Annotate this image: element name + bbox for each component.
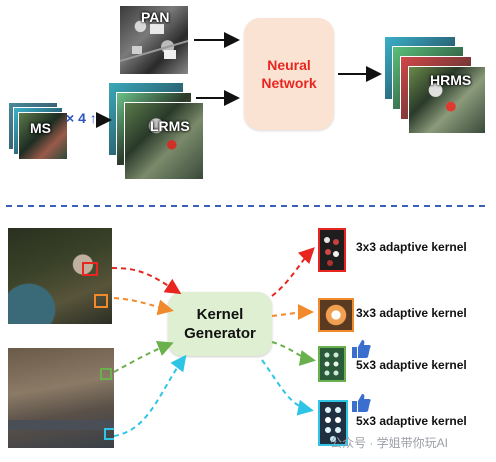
arrow-red-in: [111, 267, 182, 295]
kernel-label-4: 5x3 adaptive kernel: [356, 414, 467, 428]
kernel-thumb-green: [318, 346, 346, 382]
hrms-label: HRMS: [430, 72, 472, 88]
urban-image: [8, 348, 114, 448]
pan-image: [120, 6, 188, 74]
neural-network-box: Neural Network: [244, 18, 334, 130]
arrow-orange-in: [113, 297, 174, 316]
arrow-red-out: [271, 247, 315, 297]
arrow-green-in: [113, 341, 174, 373]
neural-network-label-line1: Neural: [267, 57, 311, 73]
urban-highlight-green: [100, 368, 112, 380]
neural-network-label-line2: Network: [261, 75, 317, 91]
thumbs-up-icon: [352, 340, 371, 358]
section-divider: [6, 205, 488, 207]
kernel-generator-label-line2: Generator: [184, 325, 256, 342]
kernel-label-3: 5x3 adaptive kernel: [356, 358, 467, 372]
lrms-label: LRMS: [150, 118, 190, 134]
upsample-label: × 4 ↑: [66, 110, 97, 126]
pan-texture-icon: [120, 24, 188, 62]
coastal-highlight-orange: [94, 294, 108, 308]
kernel-grid-cyan-icon: [325, 407, 341, 442]
kernel-label-2: 3x3 adaptive kernel: [356, 306, 467, 320]
pan-label: PAN: [141, 9, 170, 25]
ms-image: [18, 112, 68, 160]
urban-road: [8, 420, 114, 430]
kernel-label-1: 3x3 adaptive kernel: [356, 240, 467, 254]
thumbs-up-icon: [352, 394, 371, 412]
hrms-image: [408, 66, 486, 134]
kernel-generator-box: Kernel Generator: [168, 292, 272, 356]
arrow-green-out: [271, 341, 316, 366]
lrms-image: [124, 102, 204, 180]
arrow-cyan-out: [261, 359, 314, 416]
top-arrows: [96, 32, 382, 128]
kernel-thumb-cyan: [318, 400, 348, 446]
coastal-image: [8, 228, 112, 324]
kernel-grid-green-icon: [324, 352, 339, 376]
ms-label: MS: [30, 120, 51, 136]
kernel-grid-red-icon: [324, 237, 339, 266]
coastal-highlight-red: [82, 262, 98, 276]
urban-highlight-cyan: [104, 428, 114, 440]
arrow-cyan-in: [113, 354, 187, 437]
bottom-arrows: [111, 247, 316, 437]
kernel-thumb-red: [318, 228, 346, 272]
kernel-generator-label-line1: Kernel: [196, 306, 244, 323]
kernel-thumb-orange: [318, 298, 354, 332]
watermark: 公众号 · 学姐带你玩AI: [330, 436, 449, 450]
arrow-orange-out: [271, 304, 314, 321]
